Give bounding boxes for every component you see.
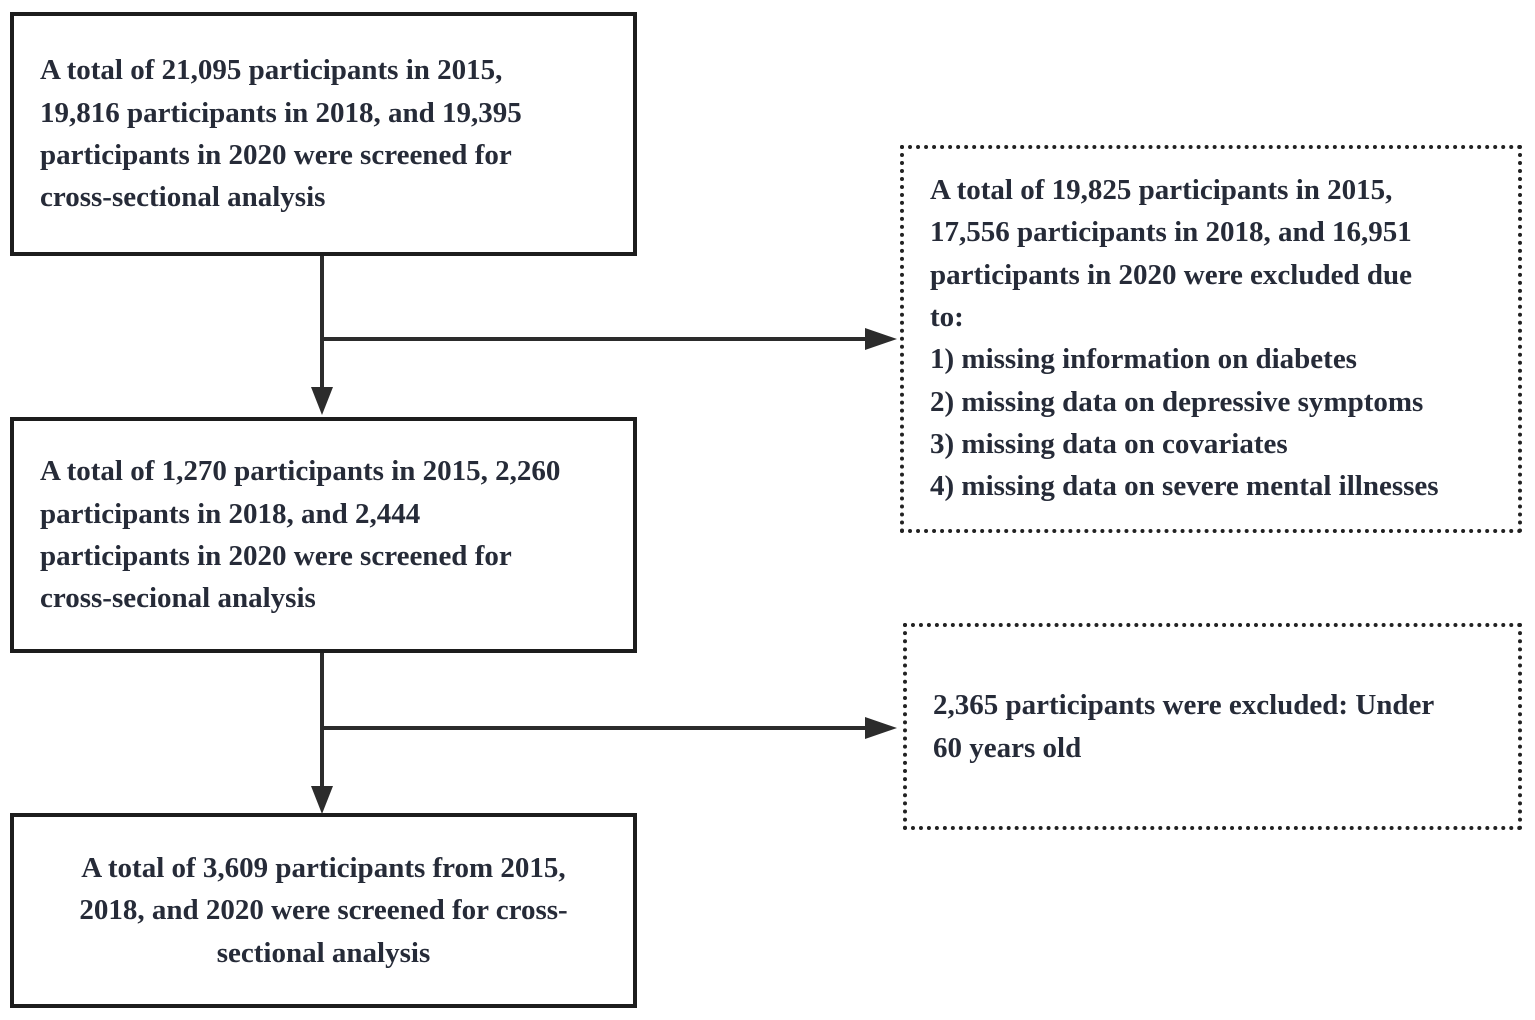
box-exclusion-second: 2,365 participants were excluded: Under … [903, 623, 1522, 830]
exclusion-reason-1: 1) missing information on diabetes [930, 343, 1357, 376]
exclusion-first-intro: A total of 19,825 participants in 2015, … [930, 174, 1412, 333]
connector-vertical-1 [320, 256, 324, 387]
box-exclusion-second-text: 2,365 participants were excluded: Under … [933, 689, 1435, 764]
box-screened-initial-text: A total of 21,095 participants in 2015, … [40, 54, 522, 214]
connector-horizontal-2 [322, 726, 866, 730]
arrowhead-right-2-icon [865, 717, 897, 739]
exclusion-reason-2: 2) missing data on depressive symptoms [930, 385, 1424, 418]
box-final-sample: A total of 3,609 participants from 2015,… [10, 813, 637, 1008]
box-screened-initial: A total of 21,095 participants in 2015, … [10, 12, 637, 256]
exclusion-reason-3: 3) missing data on covariates [930, 427, 1288, 460]
arrowhead-down-2-icon [311, 786, 333, 814]
arrowhead-right-1-icon [865, 328, 897, 350]
arrowhead-down-1-icon [311, 387, 333, 415]
connector-vertical-2 [320, 653, 324, 786]
box-final-sample-text: A total of 3,609 participants from 2015,… [79, 852, 568, 969]
box-screened-second-text: A total of 1,270 participants in 2015, 2… [40, 455, 561, 615]
connector-horizontal-1 [322, 337, 866, 341]
exclusion-reason-4: 4) missing data on severe mental illness… [930, 470, 1439, 503]
box-exclusion-first: A total of 19,825 participants in 2015, … [900, 145, 1522, 533]
box-screened-second: A total of 1,270 participants in 2015, 2… [10, 417, 637, 653]
box-exclusion-first-content: A total of 19,825 participants in 2015, … [904, 149, 1518, 524]
